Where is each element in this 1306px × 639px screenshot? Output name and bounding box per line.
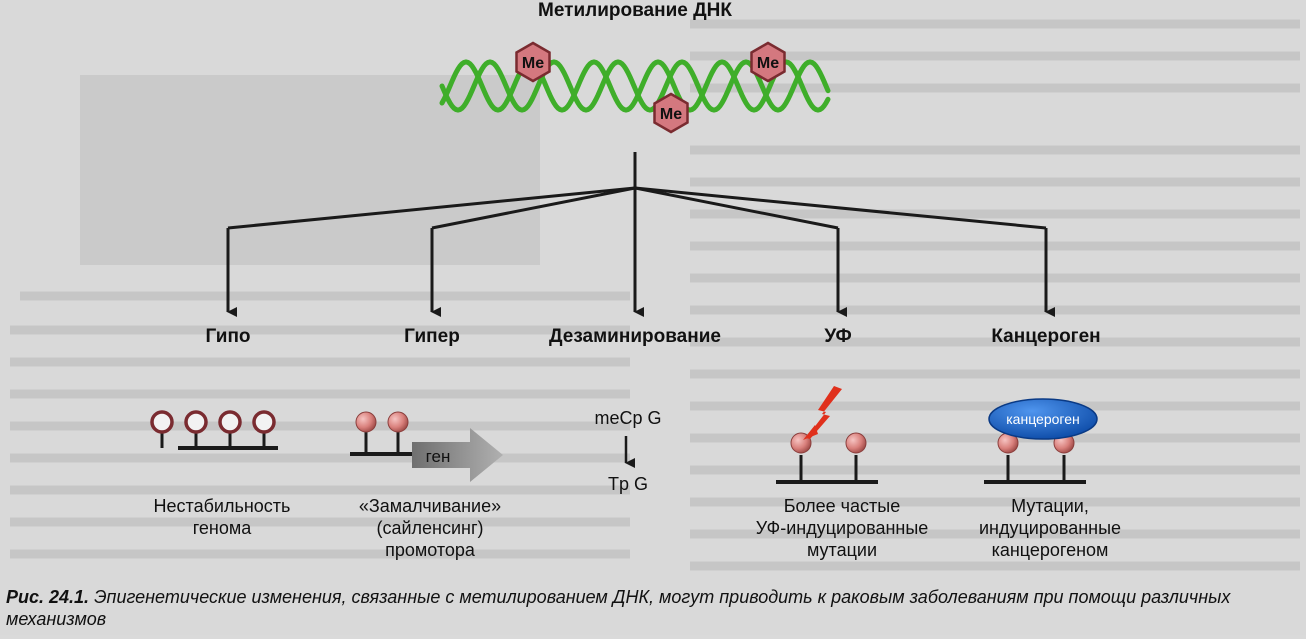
- methyl-group: Ме: [653, 92, 689, 134]
- dna-strand-b: [439, 59, 831, 113]
- methyl-hexagon: [653, 92, 689, 134]
- branch-label-deamination: Дезаминирование: [549, 326, 721, 347]
- carcinogen-label: канцероген: [1006, 411, 1080, 427]
- methylated-site: [387, 411, 409, 454]
- branch-label-carcinogen: Канцероген: [991, 326, 1101, 347]
- methyl-group: Ме: [515, 41, 551, 83]
- methylated-site: [355, 411, 377, 454]
- methyl-label: Ме: [660, 106, 682, 123]
- methyl-group: Ме: [750, 41, 786, 83]
- dna-strand-a: [439, 59, 831, 113]
- unmethylated-site: [150, 410, 174, 448]
- deamination-reaction: meCp G Tp G: [594, 408, 661, 494]
- carcinogen-oval: [988, 398, 1098, 440]
- hypomethylation-sites: [150, 410, 278, 450]
- unmethylated-site: [252, 410, 276, 448]
- outcome-hyper: «Замалчивание» (сайленсинг) промотора: [358, 496, 502, 560]
- gene-arrow: [412, 428, 503, 482]
- figure-caption: Рис. 24.1. Эпигенетические изменения, св…: [6, 586, 1302, 630]
- dna-helix: [439, 59, 831, 113]
- methylated-site: [997, 432, 1019, 482]
- carcinogen-mutation-sites: канцероген: [984, 398, 1098, 484]
- uv-mutation-sites: [776, 386, 878, 484]
- outcome-uv: Более частые УФ-индуцированные мутации: [755, 496, 929, 560]
- methyl-hexagon: [515, 41, 551, 83]
- methyl-hexagon: [750, 41, 786, 83]
- caption-prefix: Рис. 24.1.: [6, 587, 90, 607]
- unmethylated-site: [184, 410, 208, 448]
- methyl-label: Ме: [522, 55, 544, 72]
- branch-label-uv: УФ: [824, 326, 852, 347]
- branch-connectors: [226, 152, 1055, 317]
- methylated-site: [845, 432, 867, 482]
- branch-label-hyper: Гипер: [404, 326, 460, 347]
- outcome-carcinogen: Мутации, индуцированные канцерогеном: [978, 496, 1122, 560]
- lightning-icon: [806, 386, 842, 439]
- diagram-title: Метилирование ДНК: [538, 0, 732, 21]
- unmethylated-site: [218, 410, 242, 448]
- deamination-product: Tp G: [608, 474, 648, 494]
- gene-label: ген: [426, 447, 451, 466]
- deamination-source: meCp G: [594, 408, 661, 428]
- methyl-label: Ме: [757, 55, 779, 72]
- lightning-arrowhead-icon: [803, 425, 818, 440]
- caption-text: Эпигенетические изменения, связанные с м…: [6, 587, 1231, 629]
- branch-label-hypo: Гипо: [205, 326, 251, 347]
- hypermethylation-promoter: ген: [350, 411, 503, 482]
- outcome-hypo: Нестабильность генома: [153, 496, 291, 538]
